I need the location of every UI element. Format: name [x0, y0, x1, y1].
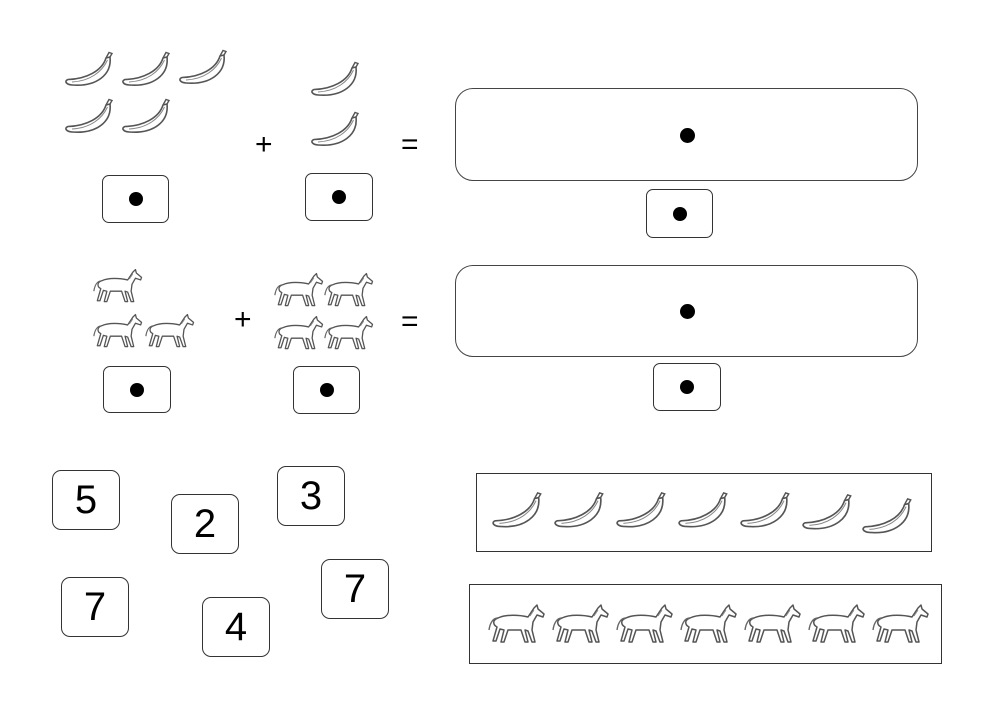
- banana-icon: [857, 492, 919, 544]
- banana-icon: [306, 60, 366, 102]
- drop-target-dot: [128, 192, 143, 206]
- banana-icon: [611, 486, 673, 538]
- banana-icon: [117, 97, 177, 139]
- answer-area-1[interactable]: [455, 88, 918, 181]
- banana-icon: [174, 48, 234, 90]
- drop-target-dot: [672, 206, 687, 221]
- horse-icon: [680, 600, 740, 648]
- horse-icon: [93, 266, 145, 306]
- banana-icon: [60, 97, 120, 139]
- banana-icon: [306, 110, 366, 152]
- drop-target-dot: [319, 383, 334, 397]
- answer-slot-1-sum[interactable]: [646, 189, 713, 238]
- answer-slot-1b[interactable]: [305, 173, 373, 221]
- drop-target-dot: [332, 190, 346, 204]
- horse-icon: [93, 311, 145, 351]
- banana-icon: [673, 486, 735, 538]
- horse-icon: [872, 600, 932, 648]
- banana-icon: [735, 486, 797, 538]
- horse-icon: [808, 600, 868, 648]
- banana-icon: [117, 50, 177, 92]
- horse-icon: [324, 270, 376, 310]
- plus-sign: +: [255, 128, 273, 161]
- horse-icon: [324, 313, 376, 353]
- number-tile[interactable]: 7: [321, 559, 389, 619]
- horse-icon: [552, 600, 612, 648]
- number-tile[interactable]: 7: [61, 577, 129, 637]
- answer-slot-2b[interactable]: [293, 366, 360, 414]
- equals-sign: =: [401, 305, 419, 338]
- drop-target-dot: [130, 382, 144, 397]
- equals-sign: =: [401, 128, 419, 161]
- number-tile[interactable]: 4: [202, 597, 270, 657]
- answer-slot-2-sum[interactable]: [653, 363, 721, 411]
- horse-icon: [274, 313, 326, 353]
- answer-slot-2a[interactable]: [103, 366, 171, 413]
- horse-icon: [488, 600, 548, 648]
- answer-area-2[interactable]: [455, 265, 918, 357]
- answer-slot-1a[interactable]: [102, 175, 169, 223]
- banana-icon: [549, 486, 611, 538]
- horse-icon: [274, 270, 326, 310]
- banana-icon: [487, 486, 549, 538]
- horse-strip: [469, 584, 942, 664]
- banana-icon: [60, 50, 120, 92]
- drop-target-dot: [680, 380, 694, 394]
- drop-target-dot: [679, 127, 695, 143]
- banana-icon: [797, 488, 859, 540]
- number-tile[interactable]: 3: [277, 466, 345, 526]
- horse-icon: [744, 600, 804, 648]
- banana-strip: [476, 473, 932, 552]
- plus-sign: +: [234, 303, 252, 336]
- horse-icon: [145, 311, 197, 351]
- number-tile[interactable]: 2: [171, 494, 239, 554]
- horse-icon: [616, 600, 676, 648]
- drop-target-dot: [679, 304, 695, 319]
- number-tile[interactable]: 5: [52, 470, 120, 530]
